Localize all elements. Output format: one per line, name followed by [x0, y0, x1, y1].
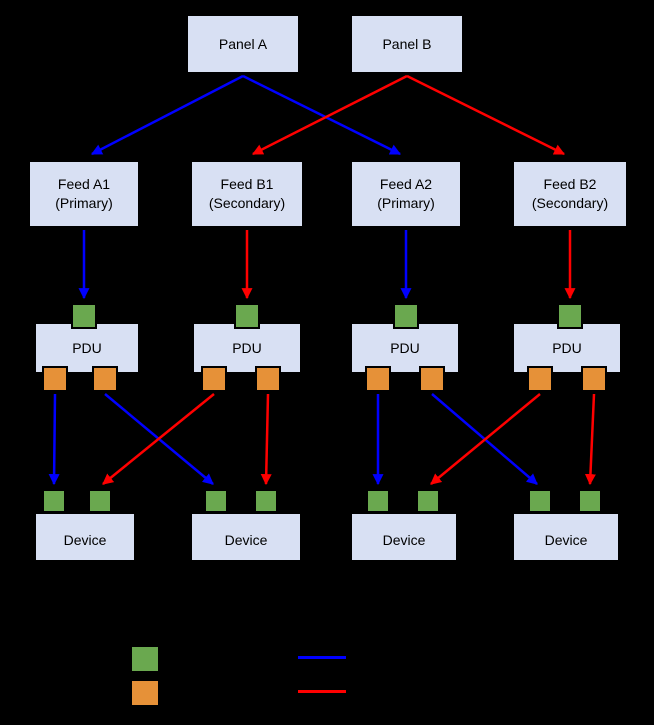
panel-a-node: Panel A: [186, 14, 300, 74]
device-1-input-port-2: [88, 489, 112, 513]
edge-panel-a-feed-a1: [91, 74, 244, 156]
pdu-3-output-port-2: [419, 366, 445, 392]
pdu-2-input-port: [234, 303, 260, 329]
legend-primary-feed-line: [298, 656, 346, 659]
pdu-2-label: PDU: [232, 339, 262, 356]
feed-b1-name: Feed B1: [220, 176, 274, 192]
feed-b2-name: Feed B2: [543, 176, 597, 192]
pdu-1-output-port-2: [92, 366, 118, 392]
feed-a2-node: Feed A2 (Primary): [350, 160, 462, 228]
edge-pdu1-device1: [48, 393, 60, 486]
device-4-label: Device: [544, 531, 588, 548]
feed-b2-role: (Secondary): [531, 195, 609, 211]
edge-panel-b-feed-b1: [252, 74, 408, 156]
device-1-input-port-1: [42, 489, 66, 513]
edge-panel-a-feed-a2: [242, 74, 401, 156]
feed-b2-node: Feed B2 (Secondary): [512, 160, 628, 228]
feed-b1-role: (Secondary): [208, 195, 286, 211]
pdu-3-node: PDU: [350, 322, 460, 374]
edge-panel-b-feed-b2: [406, 74, 565, 156]
legend-secondary-feed-line: [298, 690, 346, 693]
device-2-input-port-2: [254, 489, 278, 513]
panel-b-label: Panel B: [382, 35, 432, 52]
device-2-input-port-1: [204, 489, 228, 513]
device-1-node: Device: [34, 512, 136, 562]
pdu-2-output-port-1: [201, 366, 227, 392]
device-4-input-port-1: [528, 489, 552, 513]
pdu-1-node: PDU: [34, 322, 140, 374]
panel-a-label: Panel A: [218, 35, 268, 52]
edge-pdu2-device1: [102, 393, 215, 485]
pdu-1-input-port: [71, 303, 97, 329]
device-2-label: Device: [224, 531, 268, 548]
device-4-node: Device: [512, 512, 620, 562]
panel-b-node: Panel B: [350, 14, 464, 74]
device-4-input-port-2: [578, 489, 602, 513]
device-3-input-port-2: [416, 489, 440, 513]
feed-a1-node: Feed A1 (Primary): [28, 160, 140, 228]
feed-b1-node: Feed B1 (Secondary): [190, 160, 304, 228]
legend-output-port-swatch: [130, 679, 160, 707]
pdu-4-input-port: [557, 303, 583, 329]
feed-a2-name: Feed A2: [379, 176, 433, 192]
feed-a1-role: (Primary): [55, 195, 113, 211]
pdu-3-input-port: [393, 303, 419, 329]
pdu-2-output-port-2: [255, 366, 281, 392]
device-3-input-port-1: [366, 489, 390, 513]
pdu-4-output-port-2: [581, 366, 607, 392]
edge-pdu4-device3: [430, 393, 541, 485]
device-3-label: Device: [382, 531, 426, 548]
pdu-1-label: PDU: [72, 339, 102, 356]
legend-input-port-swatch: [130, 645, 160, 673]
edge-pdu2-device2: [260, 393, 272, 486]
pdu-2-node: PDU: [192, 322, 302, 374]
pdu-4-label: PDU: [552, 339, 582, 356]
device-2-node: Device: [190, 512, 302, 562]
device-3-node: Device: [350, 512, 458, 562]
device-1-label: Device: [63, 531, 107, 548]
feed-a2-role: (Primary): [377, 195, 435, 211]
edge-pdu4-device4: [584, 393, 596, 486]
pdu-1-output-port-1: [42, 366, 68, 392]
pdu-4-output-port-1: [527, 366, 553, 392]
pdu-3-output-port-1: [365, 366, 391, 392]
pdu-3-label: PDU: [390, 339, 420, 356]
feed-a1-name: Feed A1: [57, 176, 111, 192]
